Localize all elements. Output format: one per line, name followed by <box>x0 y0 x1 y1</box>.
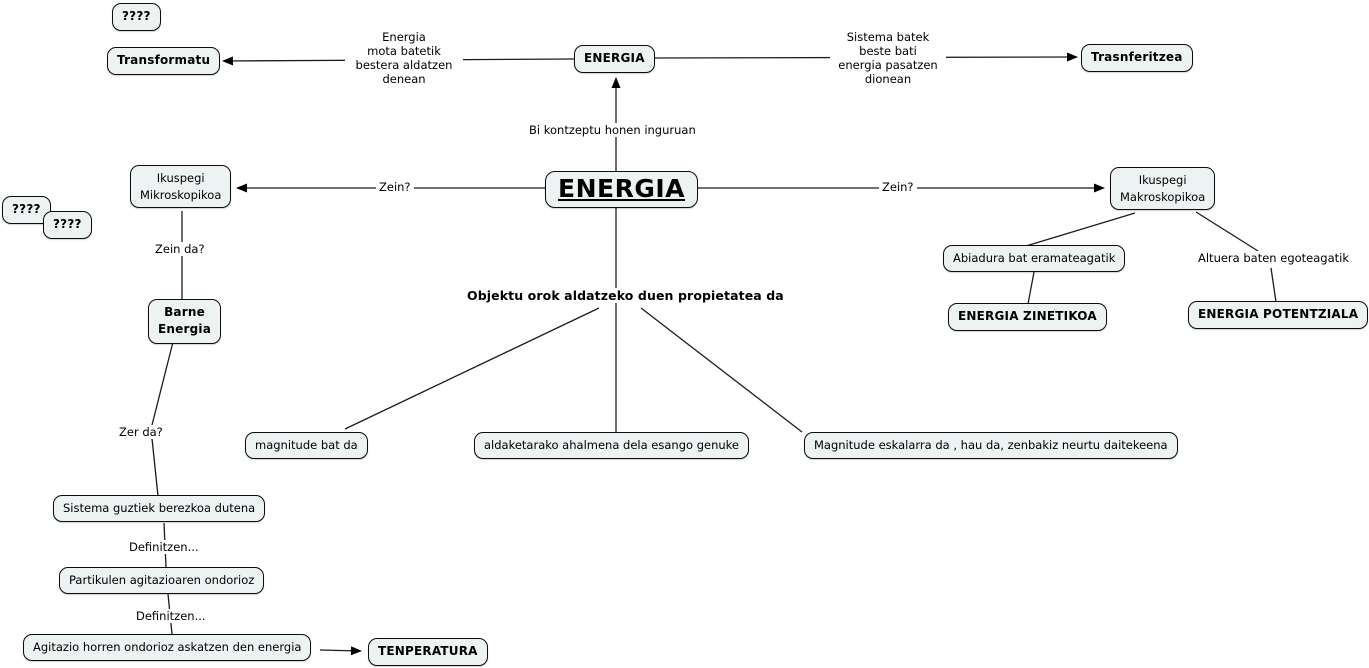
edge-altuera-potentziala <box>1270 267 1277 303</box>
concept-node-magnitude-eskalarra[interactable]: Magnitude eskalarra da , hau da, zenbaki… <box>804 432 1178 459</box>
node-label: ENERGIA <box>584 51 645 65</box>
node-label: ???? <box>53 217 82 231</box>
concept-node-energia-potentziala[interactable]: ENERGIA POTENTZIALA <box>1188 301 1369 329</box>
node-label: ENERGIA <box>558 174 685 203</box>
edge-label-objektu-orok[interactable]: Objektu orok aldatzeko duen propietatea … <box>464 288 787 304</box>
concept-node-transformatu[interactable]: Transformatu <box>107 47 221 75</box>
edge-label-energia-mota[interactable]: Energia mota batetik bestera aldatzen de… <box>345 30 463 87</box>
edge-abiadura-zinetikoa <box>1027 271 1035 305</box>
edge-makroskopikoa-altuera <box>1195 211 1259 252</box>
concept-node-energia-top[interactable]: ENERGIA <box>574 45 655 73</box>
node-label: ENERGIA ZINETIKOA <box>958 309 1097 323</box>
node-label: ???? <box>122 9 151 23</box>
edge-label-definitzen-1[interactable]: Definitzen... <box>126 540 202 555</box>
edge-label-zein-left[interactable]: Zein? <box>376 180 414 195</box>
node-label: Trasnferitzea <box>1091 50 1183 64</box>
edge-fan-right <box>640 307 803 433</box>
concept-node-aldaketarako[interactable]: aldaketarako ahalmena dela esango genuke <box>474 432 749 459</box>
node-label: aldaketarako ahalmena dela esango genuke <box>484 438 739 452</box>
node-label: Agitazio horren ondorioz askatzen den en… <box>33 640 302 654</box>
node-label: Magnitude eskalarra da , hau da, zenbaki… <box>814 438 1168 452</box>
node-label: Sistema guztiek berezkoa dutena <box>63 501 256 515</box>
node-label: Partikulen agitazioaren ondorioz <box>69 573 255 587</box>
concept-node-unknown-left-2[interactable]: ???? <box>43 211 92 239</box>
edge-label-bi-kontzeptu[interactable]: Bi kontzeptu honen inguruan <box>526 123 699 138</box>
concept-node-trasnferitzea[interactable]: Trasnferitzea <box>1081 44 1193 72</box>
concept-node-sistema-guztiek[interactable]: Sistema guztiek berezkoa dutena <box>53 495 266 522</box>
concept-node-unknown-top[interactable]: ???? <box>112 3 161 31</box>
edge-makroskopikoa-abiadura <box>1025 212 1136 247</box>
node-label: TENPERATURA <box>378 644 478 658</box>
node-label: Ikuspegi Makroskopikoa <box>1120 173 1206 204</box>
node-label: Barne Energia <box>158 305 211 337</box>
edge-label-altuera[interactable]: Altuera baten egoteagatik <box>1195 251 1352 266</box>
concept-node-tenperatura[interactable]: TENPERATURA <box>368 638 488 666</box>
concept-node-ikuspegi-makroskopikoa[interactable]: Ikuspegi Makroskopikoa <box>1110 167 1216 211</box>
concept-node-partikulen[interactable]: Partikulen agitazioaren ondorioz <box>59 567 265 594</box>
edge-fan-left <box>344 307 600 430</box>
concept-node-magnitude-bat[interactable]: magnitude bat da <box>245 432 368 459</box>
concept-node-abiadura[interactable]: Abiadura bat eramateagatik <box>943 245 1126 272</box>
edge-label-zein-right[interactable]: Zein? <box>879 180 917 195</box>
edge-label-definitzen-2[interactable]: Definitzen... <box>133 609 209 624</box>
edge-label-zein-da[interactable]: Zein da? <box>152 242 208 257</box>
node-label: Ikuspegi Mikroskopikoa <box>140 171 222 202</box>
node-label: ENERGIA POTENTZIALA <box>1198 307 1359 321</box>
concept-node-barne-energia[interactable]: Barne Energia <box>148 299 221 344</box>
concept-node-agitazio[interactable]: Agitazio horren ondorioz askatzen den en… <box>23 634 312 661</box>
node-label: Transformatu <box>117 53 211 67</box>
edge-label-zer-da[interactable]: Zer da? <box>116 425 166 440</box>
concept-node-energia-zinetikoa[interactable]: ENERGIA ZINETIKOA <box>948 303 1107 331</box>
concept-node-energia-main[interactable]: ENERGIA <box>545 171 698 208</box>
node-label: Abiadura bat eramateagatik <box>953 251 1116 265</box>
node-label: magnitude bat da <box>255 438 358 452</box>
edge-barne-sistema <box>150 341 174 497</box>
node-label: ???? <box>12 202 41 216</box>
concept-node-ikuspegi-mikroskopikoa[interactable]: Ikuspegi Mikroskopikoa <box>130 165 232 209</box>
edge-agitazio-tenperatura <box>319 646 362 656</box>
edge-label-sistema-batek[interactable]: Sistema batek beste bati energia pasatze… <box>830 30 946 87</box>
concept-node-unknown-left-1[interactable]: ???? <box>2 196 51 224</box>
